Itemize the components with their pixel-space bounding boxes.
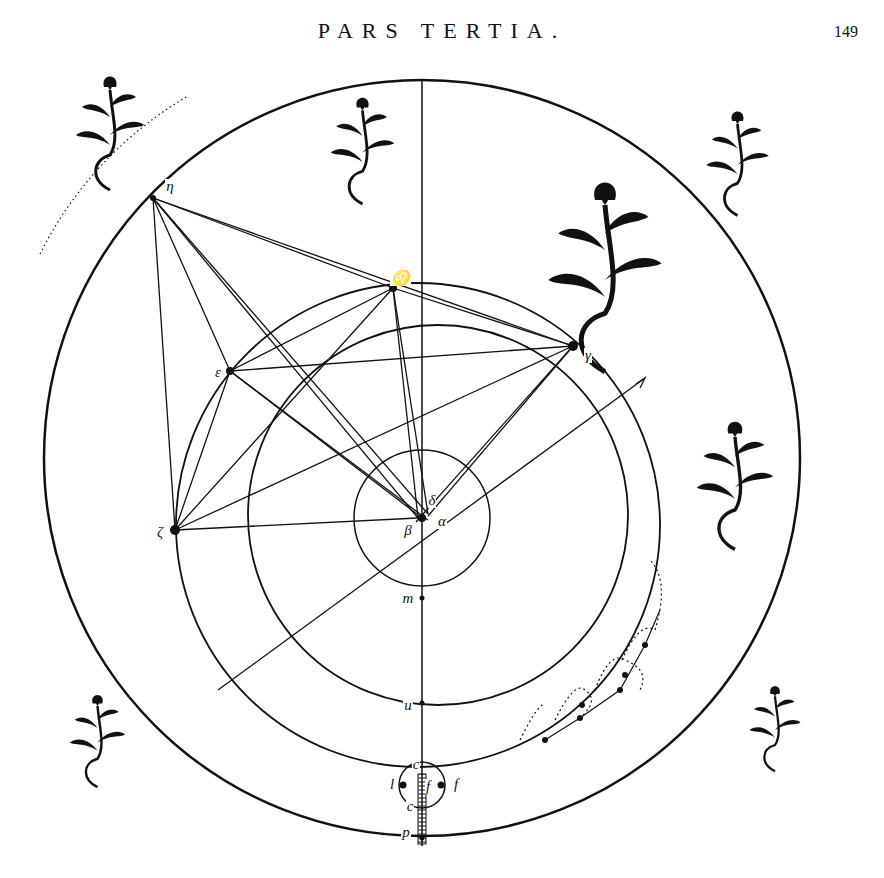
sun-letter: δ: [428, 493, 437, 508]
point-letter: u: [403, 698, 413, 713]
point-letter: γ: [584, 348, 592, 363]
point-letter: p: [401, 825, 411, 840]
point-letter: η: [165, 179, 174, 194]
point-letter: ζ: [156, 525, 164, 540]
page-title: PARS TERTIA.: [318, 20, 567, 42]
point-letter: c: [412, 757, 421, 772]
page-number: 149: [833, 24, 859, 40]
point-letter: f: [453, 777, 459, 792]
point-letter: ε: [214, 365, 222, 380]
point-letter: β: [403, 523, 412, 538]
point-letter: m: [402, 591, 415, 606]
node-symbol: ♌: [390, 271, 411, 286]
point-letter: l: [389, 777, 395, 792]
point-letter: α: [437, 514, 447, 529]
point-letter: c: [406, 799, 415, 814]
point-letter: f: [425, 779, 431, 794]
